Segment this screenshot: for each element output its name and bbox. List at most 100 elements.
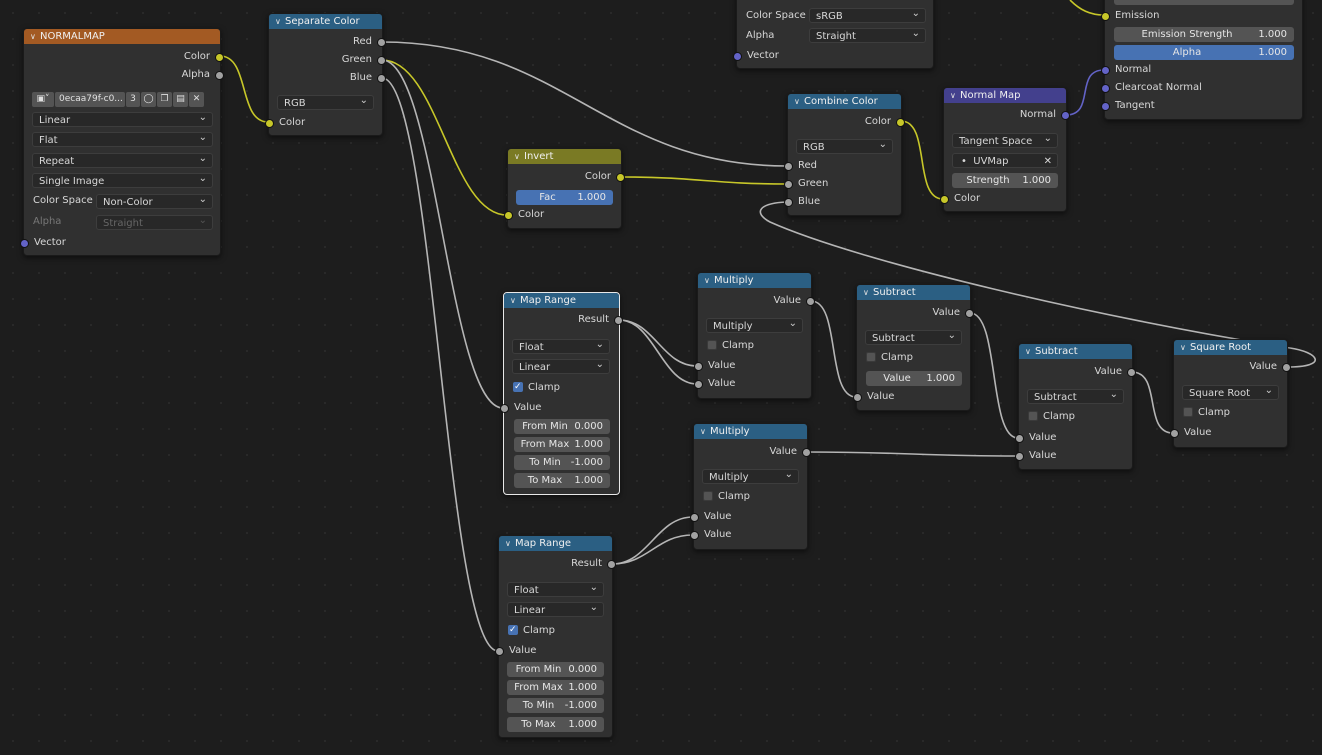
collapse-chevron-icon[interactable]: ∨ [510,296,516,305]
socket-color-out[interactable] [896,118,905,127]
socket-value-in[interactable] [500,404,509,413]
operation-dropdown[interactable]: Multiply [702,469,799,484]
clamp-checkbox[interactable]: Clamp [866,351,913,365]
socket-value-out[interactable] [802,448,811,457]
socket-value-in[interactable] [1170,429,1179,438]
socket-tangent-in[interactable] [1101,102,1110,111]
clamp-checkbox[interactable]: Clamp [1183,406,1230,420]
checkbox-checked-icon[interactable] [508,623,518,637]
collapse-chevron-icon[interactable]: ∨ [275,17,281,26]
node-header[interactable]: ∨Square Root [1174,340,1287,355]
socket-value-b-in[interactable] [1015,452,1024,461]
socket-blue-in[interactable] [784,198,793,207]
operation-dropdown[interactable]: Multiply [706,318,803,333]
clamp-checkbox[interactable]: Clamp [513,380,560,395]
checkbox-checked-icon[interactable] [513,380,523,394]
data-type-dropdown[interactable]: Float [507,582,604,597]
node-header[interactable]: ∨Subtract [857,285,970,300]
data-type-dropdown[interactable]: Float [512,339,610,354]
collapse-chevron-icon[interactable]: ∨ [30,32,36,41]
normal-map-node[interactable]: ∨Normal Map Normal Tangent Space • UVMap… [940,87,1070,212]
operation-dropdown[interactable]: Subtract [865,330,962,345]
checkbox-unchecked-icon[interactable] [1183,407,1193,417]
combine-color-node[interactable]: ∨Combine Color Color RGB Red Green Blue [784,93,905,216]
node-header[interactable]: ∨Invert [508,149,621,164]
collapse-chevron-icon[interactable]: ∨ [1180,343,1186,352]
image-browse-icon[interactable]: ▣˅ [32,92,54,107]
operation-dropdown[interactable]: Subtract [1027,389,1124,404]
interpolation-dropdown[interactable]: Linear [512,359,610,374]
mode-dropdown[interactable]: RGB [796,139,893,154]
operation-dropdown[interactable]: Square Root [1182,385,1279,400]
socket-result-out[interactable] [607,560,616,569]
socket-color-in[interactable] [940,195,949,204]
extension-dropdown[interactable]: Repeat [32,153,213,168]
node-header[interactable]: ∨Multiply [694,424,807,439]
collapse-chevron-icon[interactable]: ∨ [700,427,706,436]
node-header[interactable]: ∨Multiply [698,273,811,288]
socket-value-out[interactable] [965,309,974,318]
interpolation-dropdown[interactable]: Linear [32,112,213,127]
map-range-node-2[interactable]: ∨Map Range Result Float Linear Clamp Val… [495,535,616,738]
collapse-chevron-icon[interactable]: ∨ [1025,347,1031,356]
multiply-node-1[interactable]: ∨Multiply Value Multiply Clamp Value Val… [694,272,815,399]
socket-green-out[interactable] [377,56,386,65]
subtract-node-2[interactable]: ∨Subtract Value Subtract Clamp Value Val… [1015,343,1136,470]
to-min-field[interactable]: To Min-1.000 [514,455,610,470]
color-space-dropdown[interactable]: sRGB [809,8,926,23]
hidden-field[interactable] [1114,0,1294,5]
socket-red-in[interactable] [784,162,793,171]
collapse-chevron-icon[interactable]: ∨ [505,539,511,548]
collapse-chevron-icon[interactable]: ∨ [514,152,520,161]
socket-vector-in[interactable] [733,52,742,61]
separate-color-node[interactable]: ∨Separate Color Red Green Blue RGB Color [265,13,386,136]
socket-value-b-in[interactable] [694,380,703,389]
to-min-field[interactable]: To Min-1.000 [507,698,604,713]
checkbox-unchecked-icon[interactable] [707,340,717,350]
node-header[interactable]: ∨Combine Color [788,94,901,109]
image-texture-node-normalmap[interactable]: ∨NORMALMAP Color Alpha ▣˅ 0ecaa79f-c0...… [20,28,224,256]
socket-value-a-in[interactable] [694,362,703,371]
color-space-dropdown[interactable]: Non-Color [96,194,213,209]
socket-color-in[interactable] [504,211,513,220]
alpha-mode-dropdown[interactable]: Straight [809,28,926,43]
duplicate-image-icon[interactable]: ❐ [157,92,172,107]
socket-emission-in[interactable] [1101,12,1110,21]
subtract-node-1[interactable]: ∨Subtract Value Subtract Clamp Value1.00… [853,284,974,411]
projection-dropdown[interactable]: Flat [32,132,213,147]
socket-normal-in[interactable] [1101,66,1110,75]
source-dropdown[interactable]: Single Image [32,173,213,188]
socket-color-out[interactable] [215,53,224,62]
checkbox-unchecked-icon[interactable] [866,352,876,362]
socket-blue-out[interactable] [377,74,386,83]
fake-user-shield-icon[interactable]: ◯ [141,92,156,107]
clamp-checkbox[interactable]: Clamp [1028,410,1075,424]
clamp-checkbox[interactable]: Clamp [703,490,750,504]
checkbox-unchecked-icon[interactable] [1028,411,1038,421]
node-header[interactable]: ∨Map Range [499,536,612,551]
image-name-field[interactable]: 0ecaa79f-c0... [55,92,125,107]
socket-clearcoat-normal-in[interactable] [1101,84,1110,93]
socket-value-out[interactable] [1127,368,1136,377]
socket-value-out[interactable] [806,297,815,306]
socket-value-a-in[interactable] [690,513,699,522]
socket-alpha-out[interactable] [215,71,224,80]
interpolation-dropdown[interactable]: Linear [507,602,604,617]
collapse-chevron-icon[interactable]: ∨ [704,276,710,285]
uv-map-field[interactable]: • UVMap✕ [952,153,1058,168]
socket-value-in[interactable] [495,647,504,656]
square-root-node[interactable]: ∨Square Root Value Square Root Clamp Val… [1170,339,1291,448]
user-count[interactable]: 3 [126,92,140,107]
node-header[interactable]: ∨NORMALMAP [24,29,220,44]
space-dropdown[interactable]: Tangent Space [952,133,1058,148]
clear-uv-close-icon[interactable]: ✕ [1043,156,1052,167]
